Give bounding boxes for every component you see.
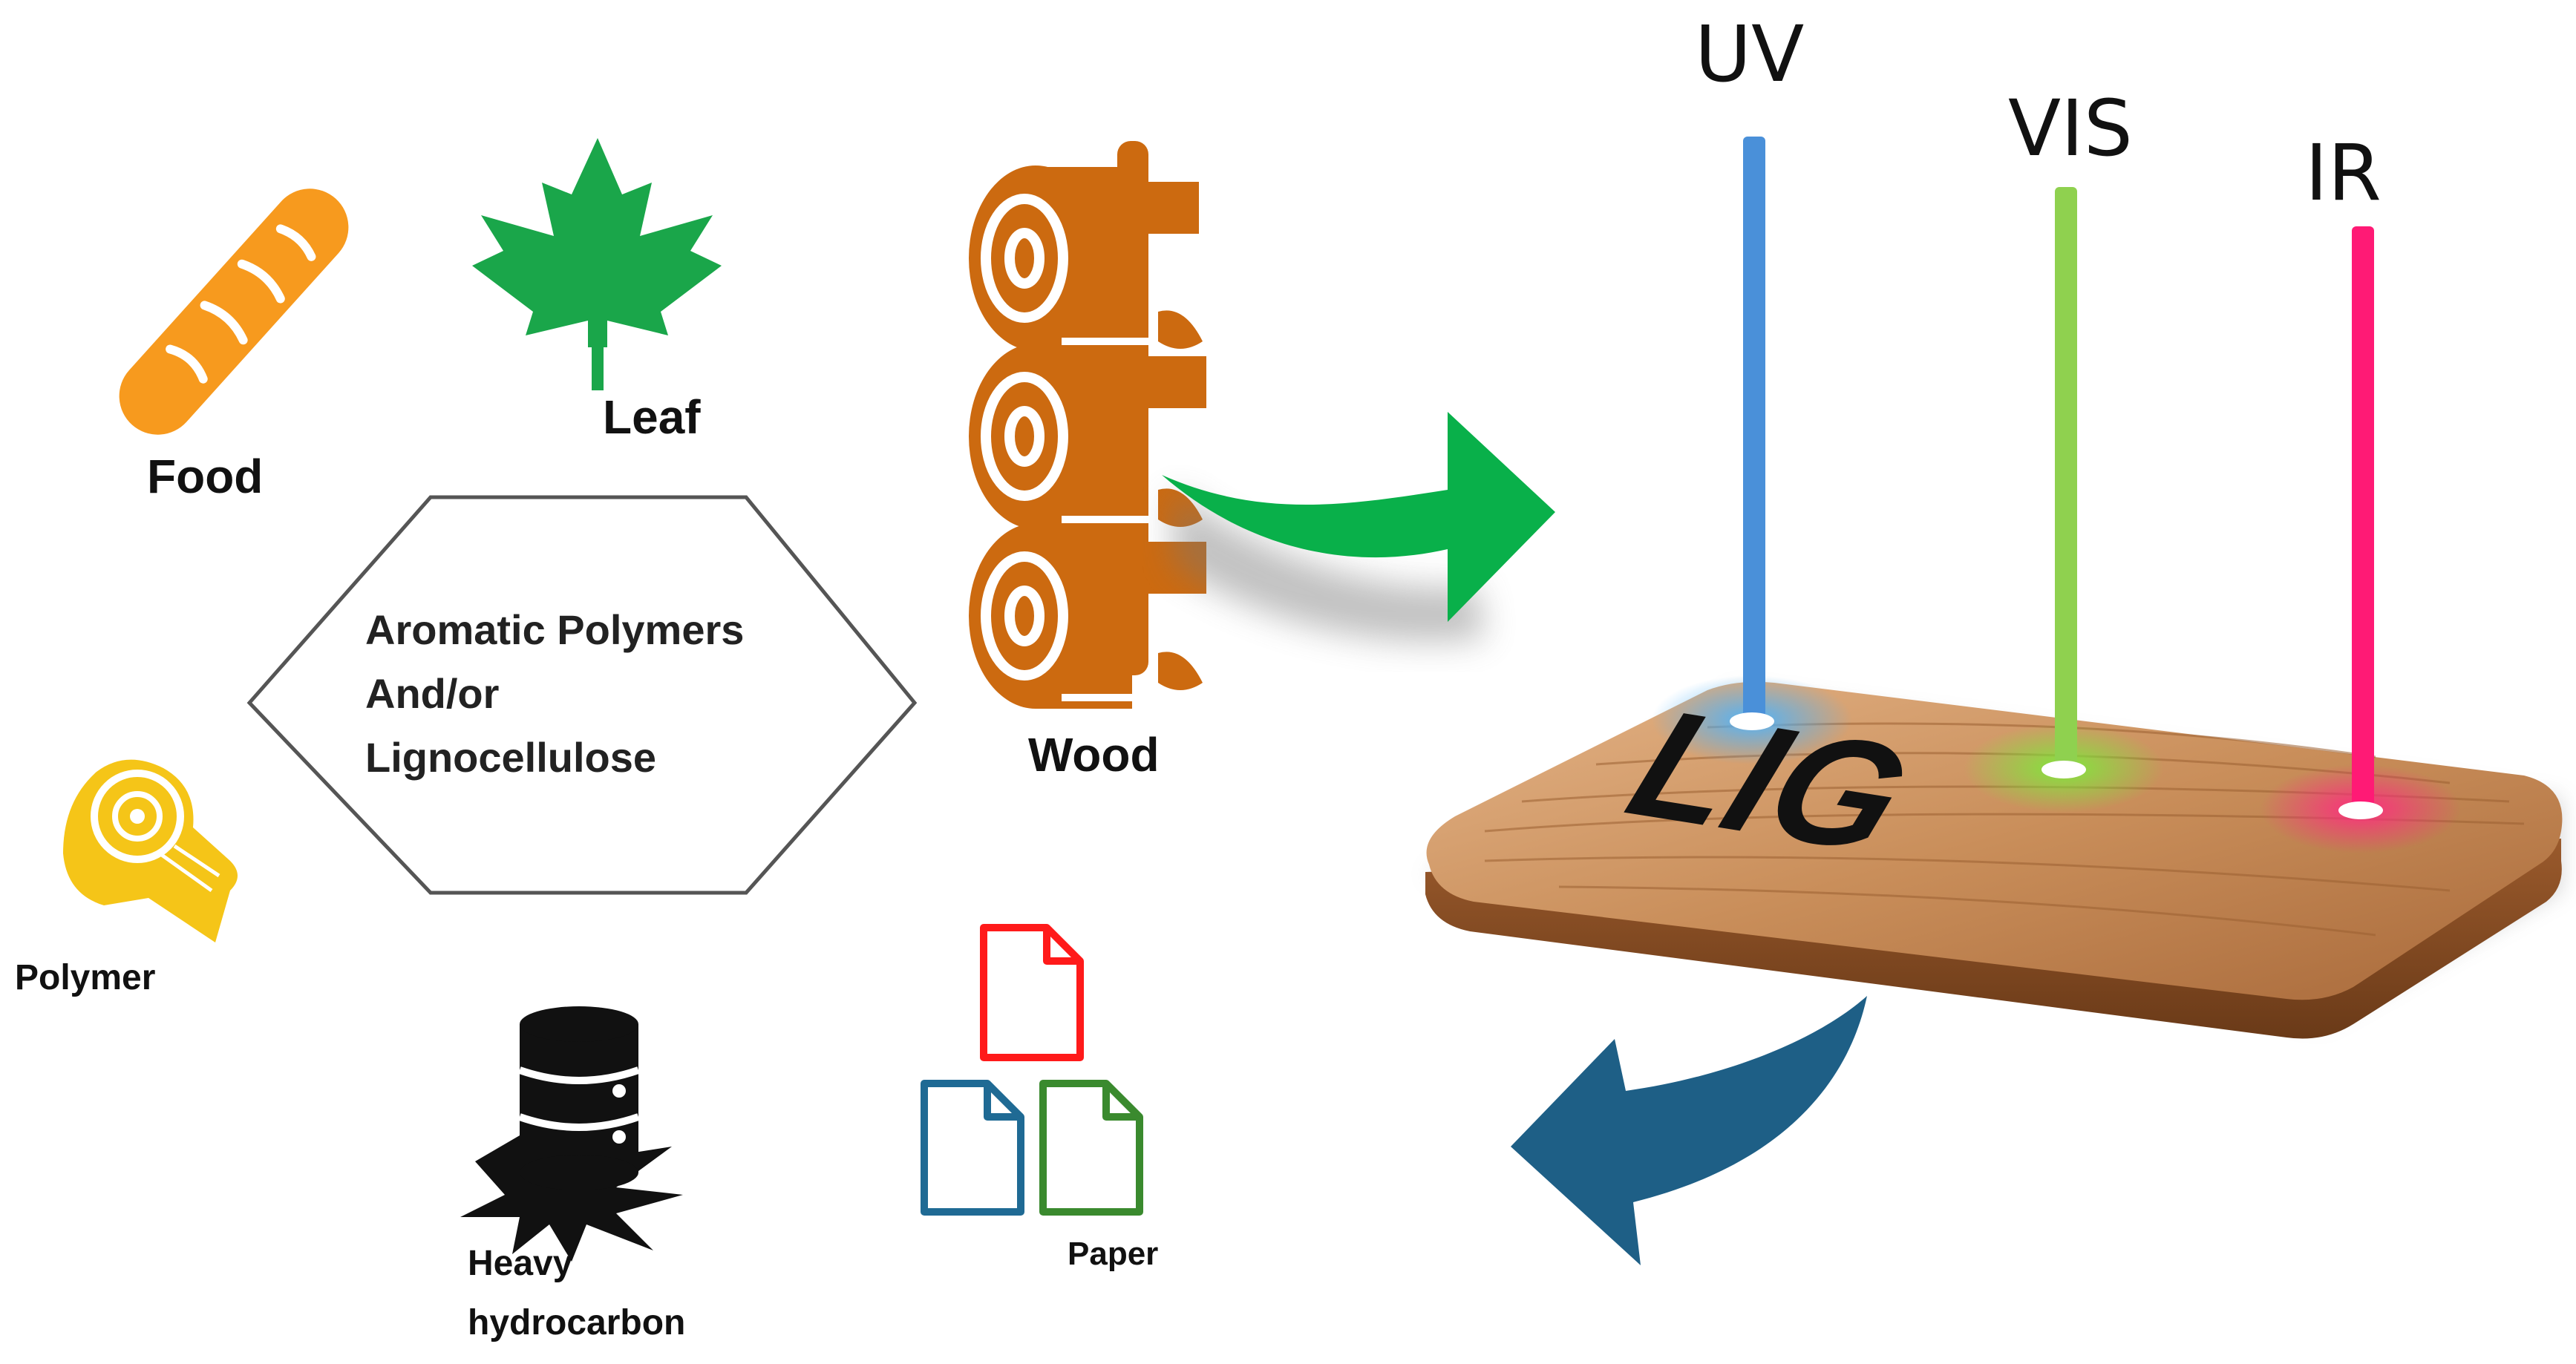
paper-label: Paper [1068,1236,1159,1272]
center-hexagon [246,495,918,895]
lig-plate [1425,681,2563,1039]
leaf-label: Leaf [603,390,701,444]
hydrocarbon-label: hydrocarbon [468,1303,686,1342]
blue-arrow-left [1511,996,1867,1265]
heavy-label: Heavy [468,1244,573,1283]
lig-label: LIG [1609,678,1929,884]
center-line-2: And/or [365,670,500,717]
center-line-1: Aromatic Polymers [365,606,745,653]
center-line-3: Lignocellulose [365,734,657,781]
center-text: Aromatic Polymers And/or Lignocellulose [365,598,744,790]
vis-beam [1964,187,2164,813]
uv-label: UV [1695,9,1805,99]
oil-barrel-icon [460,1006,683,1262]
tape-measure-icon [63,759,238,942]
vis-label: VIS [2008,83,2133,174]
maple-leaf-icon [472,138,722,390]
wood-label: Wood [1028,728,1160,781]
ir-label: IR [2305,128,2382,218]
uv-beam [1652,137,1852,764]
baguette-icon [119,188,349,435]
arrow-right-shadow [1173,490,1485,642]
ir-beam [2260,226,2461,853]
polymer-label: Polymer [15,958,156,997]
green-arrow-right [1162,412,1555,622]
wood-logs-icon [969,141,1206,709]
food-label: Food [147,450,264,503]
paper-document-icons [921,924,1143,1216]
